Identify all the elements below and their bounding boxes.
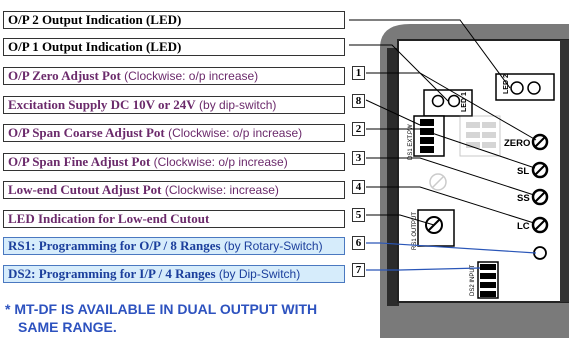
pot-ss-label: SS — [517, 193, 530, 204]
leader-6 — [366, 242, 537, 254]
label-excitation-bold: Excitation Supply DC 10V or 24V — [8, 97, 196, 112]
leader-3 — [366, 157, 535, 196]
label-lowend-pot: Low-end Cutout Adjust Pot (Clockwise: in… — [3, 181, 345, 199]
led2-circle-a — [510, 81, 524, 95]
leader-4 — [366, 186, 535, 224]
label-op1-led-bold: O/P 1 Output Indication (LED) — [8, 39, 182, 54]
ds1-dipswitch: DS1 EXT.PW — [408, 115, 445, 160]
label-ds2: DS2: Programming for I/P / 4 Ranges (by … — [3, 265, 345, 283]
callout-number-3: 3 — [352, 151, 365, 165]
ghost-pot — [429, 173, 447, 191]
pot-lc-label: LC — [517, 221, 530, 232]
pot-zero: ZERO — [504, 133, 549, 151]
label-lowend-pot-note: (Clockwise: increase) — [161, 183, 279, 197]
leader-led1 — [349, 44, 449, 102]
label-excitation: Excitation Supply DC 10V or 24V (by dip-… — [3, 96, 345, 114]
label-zero-pot-bold: O/P Zero Adjust Pot — [8, 68, 121, 83]
callout-number-7: 7 — [352, 263, 365, 277]
ds1-mark: DS1 EXT.PW — [408, 124, 414, 160]
label-rs1-note: (by Rotary-Switch) — [220, 239, 323, 253]
callout-number-5: 5 — [352, 208, 365, 222]
pot-zero-label: ZERO — [504, 138, 530, 149]
left-rail — [387, 48, 399, 306]
pot-lc: LC — [517, 216, 549, 234]
callout-number-4: 4 — [352, 180, 365, 194]
footnote-line1: * MT-DF IS AVAILABLE IN DUAL OUTPUT WITH — [5, 301, 318, 317]
pot-sl-label: SL — [517, 166, 529, 177]
ds2-dipswitch: DS2 INPUT — [470, 261, 499, 299]
label-span-coarse-bold: O/P Span Coarse Adjust Pot — [8, 125, 165, 140]
callout-number-1: 1 — [352, 66, 365, 80]
led2-block: LED 2 — [495, 73, 555, 101]
led1-mark: LED 1 — [461, 92, 468, 112]
leader-lines — [349, 19, 537, 226]
label-span-coarse-note: (Clockwise: o/p increase) — [164, 126, 303, 140]
label-rs1: RS1: Programming for O/P / 8 Ranges (by … — [3, 237, 345, 255]
label-zero-pot-note: (Clockwise: o/p increase) — [120, 69, 259, 83]
label-zero-pot: O/P Zero Adjust Pot (Clockwise: o/p incr… — [3, 67, 345, 85]
led1-block: LED 1 — [423, 89, 473, 117]
leader-8 — [365, 99, 421, 126]
leader-led2 — [349, 19, 511, 89]
leader-2 — [366, 128, 536, 169]
callout-number-6: 6 — [352, 236, 365, 250]
label-lowend-pot-bold: Low-end Cutout Adjust Pot — [8, 182, 162, 197]
label-op1-led: O/P 1 Output Indication (LED) — [3, 38, 345, 56]
callout-number-8: 8 — [352, 94, 365, 108]
leader-1 — [366, 72, 537, 141]
leader-lines-blue — [366, 242, 537, 271]
label-lowend-led-bold: LED Indication for Low-end Cutout — [8, 211, 210, 226]
label-ds2-note: (by Dip-Switch) — [215, 267, 301, 281]
leader-5 — [366, 214, 435, 226]
footnote-line2: SAME RANGE. — [18, 319, 117, 335]
pot-sl: SL — [517, 161, 549, 179]
ghost-switch — [459, 115, 501, 157]
label-lowend-led: LED Indication for Low-end Cutout — [3, 210, 345, 228]
led2-circle-b — [527, 81, 541, 95]
label-span-coarse: O/P Span Coarse Adjust Pot (Clockwise: o… — [3, 124, 345, 142]
label-op2-led: O/P 2 Output Indication (LED) — [3, 11, 345, 29]
label-span-fine-note: (Clockwise: o/p increase) — [150, 155, 288, 169]
callout-number-2: 2 — [352, 122, 365, 136]
leader-7 — [366, 267, 481, 271]
pot-ss: SS — [517, 188, 549, 206]
label-ds2-bold: DS2: Programming for I/P / 4 Ranges — [8, 266, 216, 281]
label-excitation-note: (by dip-switch) — [195, 98, 277, 112]
label-span-fine-bold: O/P Span Fine Adjust Pot — [8, 154, 151, 169]
label-op2-led-bold: O/P 2 Output Indication (LED) — [8, 12, 182, 27]
led1-circle-b — [447, 94, 461, 108]
label-rs1-bold: RS1: Programming for O/P / 8 Ranges — [8, 238, 221, 253]
rs1-rotary-switch: RS1 OUTPUT — [412, 209, 455, 250]
rs1-mark: RS1 OUTPUT — [412, 212, 418, 250]
right-edge — [560, 40, 569, 302]
label-span-fine: O/P Span Fine Adjust Pot (Clockwise: o/p… — [3, 153, 345, 171]
ds2-mark: DS2 INPUT — [470, 264, 476, 296]
led1-circle-a — [431, 94, 445, 108]
